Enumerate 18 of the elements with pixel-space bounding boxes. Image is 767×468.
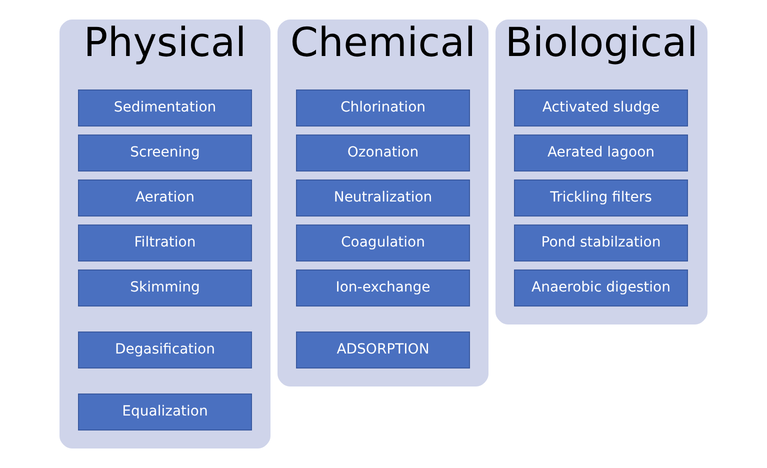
node-box: Sedimentation — [78, 90, 252, 126]
node-box: Pond stabilzation — [514, 224, 688, 262]
node-box: Neutralization — [296, 180, 470, 216]
node-box: Ion-exchange — [296, 270, 470, 306]
node-box: Filtration — [78, 224, 252, 262]
node-box: Chlorination — [296, 90, 470, 126]
node-box: Aeration — [78, 180, 252, 216]
node-box: Equalization — [78, 394, 252, 430]
node-box: Screening — [78, 134, 252, 172]
node-box: ADSORPTION — [296, 332, 470, 368]
node-box: Aerated lagoon — [514, 134, 688, 172]
node-box: Skimming — [78, 270, 252, 306]
node-box: Degasification — [78, 332, 252, 368]
node-box: Anaerobic digestion — [514, 270, 688, 306]
node-box: Activated sludge — [514, 90, 688, 126]
node-box: Coagulation — [296, 224, 470, 262]
node-box: Ozonation — [296, 134, 470, 172]
node-box: Trickling filters — [514, 180, 688, 216]
